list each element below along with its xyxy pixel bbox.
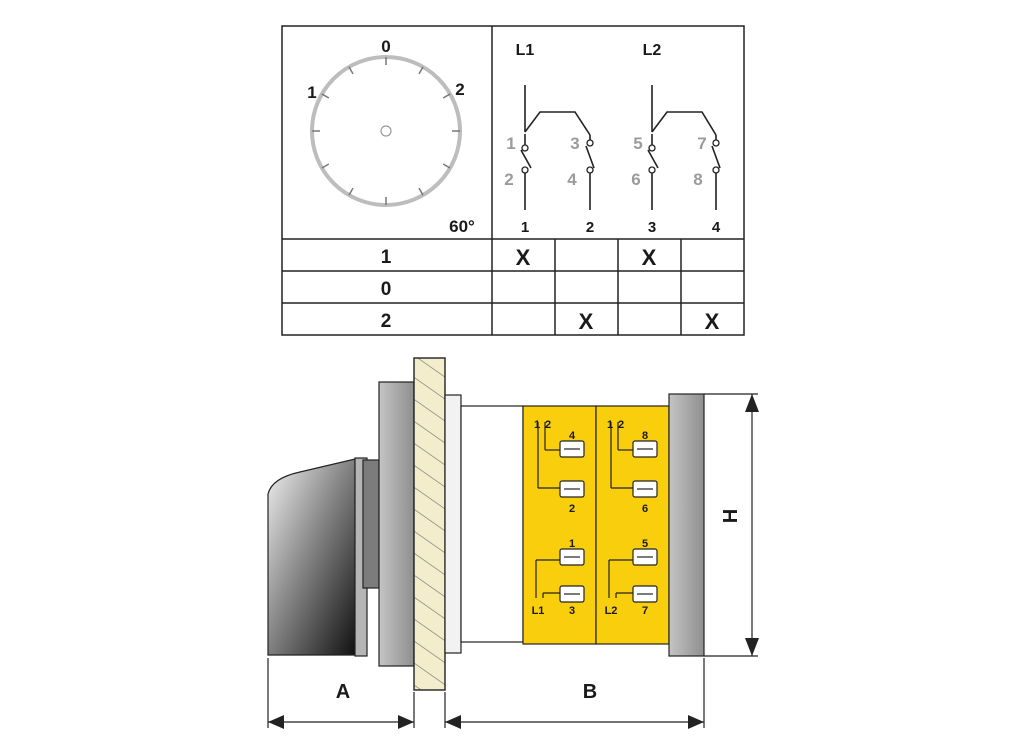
rear-flange [444,394,462,654]
knob-shaft [362,459,380,589]
dimension-b-label: B [583,681,597,703]
table-frame [281,25,745,336]
contact-column-2: 2 [586,219,594,236]
terminal-7: 7 [697,134,706,153]
row-cell: X [642,245,657,270]
contact-column-3: 3 [648,219,656,236]
contact-nodes [521,139,720,174]
dial-position-1: 1 [307,83,316,102]
dial-tick [418,66,424,75]
module-2-label: 2 [618,419,624,431]
dial-tick [321,163,330,169]
row-cell: X [579,309,594,334]
terminal-8: 8 [693,170,702,189]
dial-tick [321,93,330,99]
dial-ring [310,55,462,207]
dial-ticks [312,57,460,205]
dial-tick [348,66,354,75]
dial-tick [442,93,451,99]
module-2-label: 7 [642,605,648,617]
dial-position-2: 2 [455,80,464,99]
contact-schematic [520,85,721,210]
module-1-label: 2 [545,419,551,431]
terminal-6: 6 [631,170,640,189]
terminal-5: 5 [633,134,642,153]
terminal-1: 1 [506,134,515,153]
table-row: 0 [381,279,392,300]
dial-position-0: 0 [381,37,390,56]
contact-table [281,25,745,336]
row-cell: X [516,245,531,270]
terminal-2: 2 [504,170,513,189]
dial-tick [418,187,424,196]
dimension-h-label: H [720,509,742,523]
dimension-arrows [268,394,759,729]
end-cap [668,393,705,657]
module-2-label: 5 [642,538,648,550]
dimension-a-label: A [336,681,350,703]
contact-column-1: 1 [521,219,529,236]
table-row: 1 X X [381,245,657,270]
dial-angle: 60° [449,217,475,236]
module-1-label: 3 [569,605,575,617]
module-2-label: 6 [642,503,648,515]
module-2-label: 1 [607,419,613,431]
table-row: 2 X X [381,309,720,334]
contact-column-4: 4 [712,219,721,236]
module-1-label: 1 [569,538,575,550]
line-label-l2: L2 [643,42,662,59]
mounting-panel [413,357,446,691]
dial: 0 1 2 60° [307,37,475,236]
knob [267,458,356,656]
switch-side-view [267,357,705,691]
front-bezel [378,381,415,667]
module-1-line-label: L1 [532,605,545,617]
module-2-label: 8 [642,430,648,442]
dial-tick [442,163,451,169]
terminal-3: 3 [570,134,579,153]
row-label: 2 [381,311,392,332]
dial-tick [348,187,354,196]
module-1-label: 1 [534,419,540,431]
module-2-line-label: L2 [605,605,618,617]
line-label-l1: L1 [516,42,535,59]
row-cell: X [705,309,720,334]
module-1-label: 2 [569,503,575,515]
switch-body [460,405,524,643]
row-label: 0 [381,279,392,300]
row-label: 1 [381,247,392,268]
module-1-label: 4 [569,430,576,442]
module-1-wiring [535,422,585,603]
dial-center [380,125,392,137]
terminal-4: 4 [567,170,577,189]
module-2-wiring [608,422,658,603]
